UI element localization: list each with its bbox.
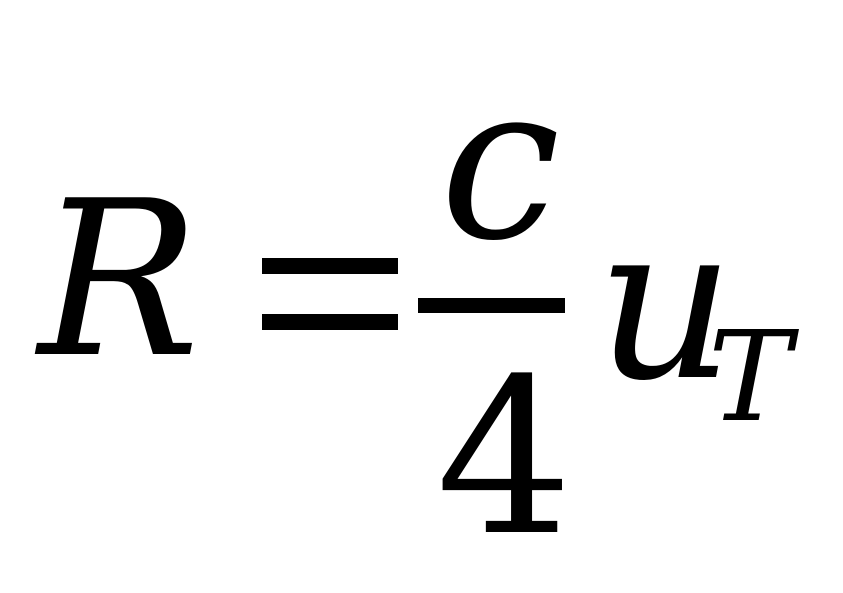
numerator: c xyxy=(440,37,561,288)
variable: u xyxy=(596,177,735,428)
lhs-variable: R xyxy=(38,154,200,405)
subscript: T xyxy=(708,305,792,450)
equals-sign xyxy=(262,258,398,330)
denominator: 4 xyxy=(436,332,573,583)
fraction-bar xyxy=(418,298,565,313)
